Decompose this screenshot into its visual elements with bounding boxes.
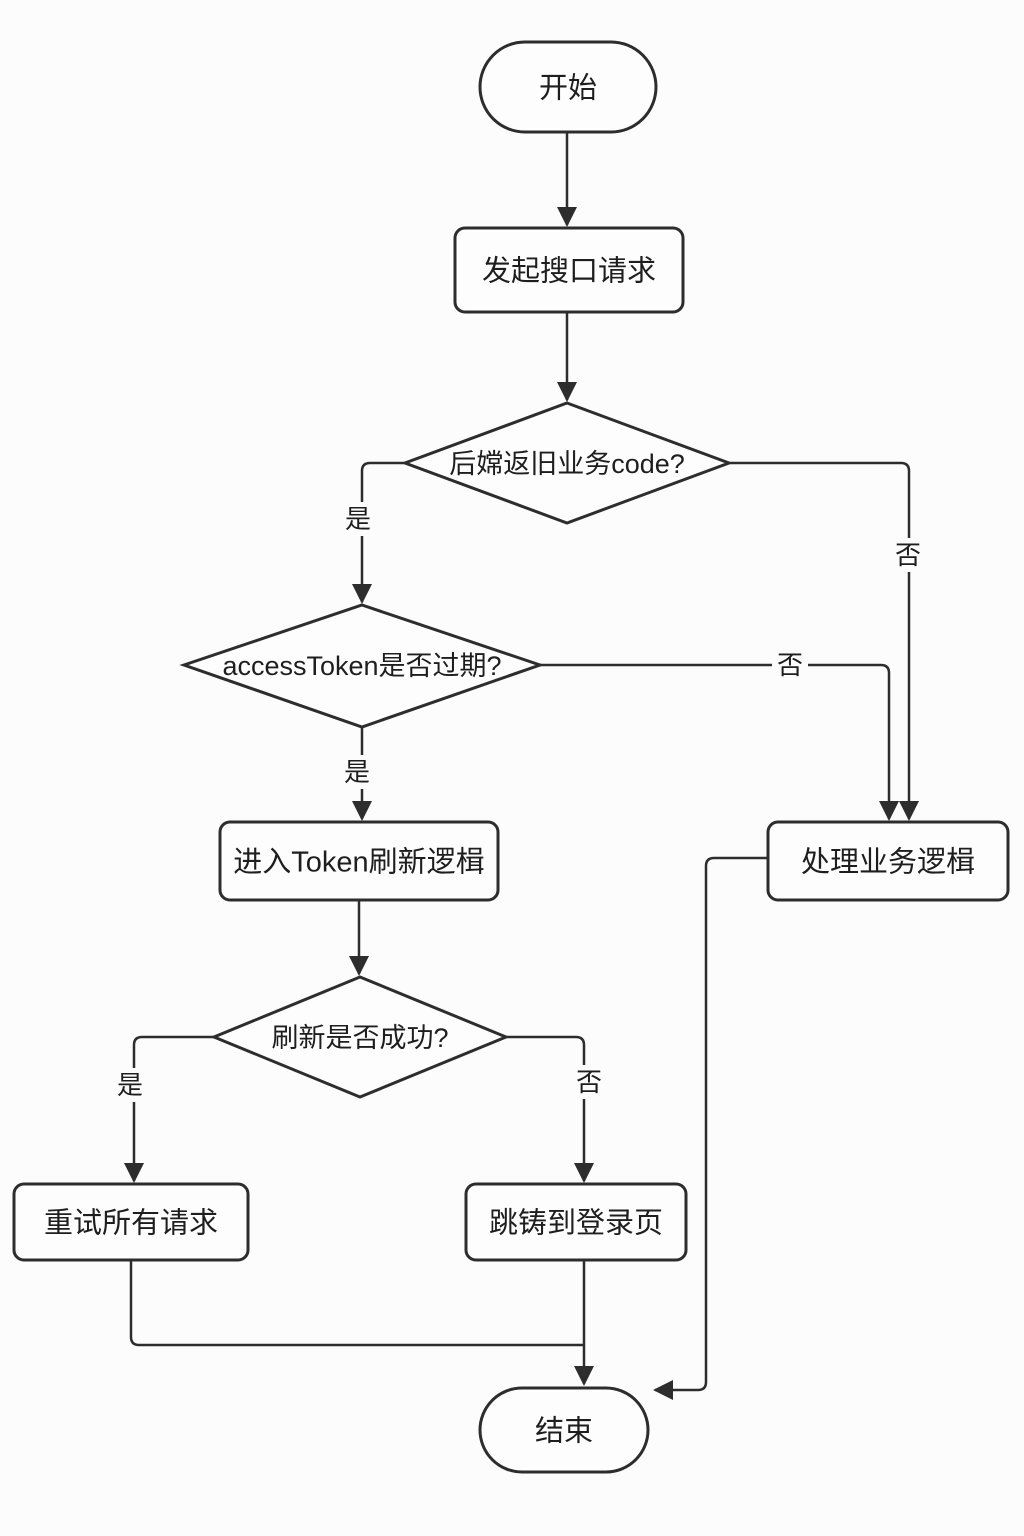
edge-retry-merge [129, 1260, 584, 1347]
edge-labels: 是 否 否 是 是 否 [113, 502, 927, 1102]
decision-refresh-label: 刷新是否成功? [271, 1023, 448, 1053]
node-refresh-logic: 进入Token刷新逻楫 [218, 820, 500, 902]
end-shape [478, 1386, 650, 1474]
node-decision-code: 后嫦返旧业务code? [400, 401, 734, 525]
start-label: 开始 [539, 72, 597, 105]
edge-label-refresh-yes: 是 [117, 1070, 143, 1100]
goto-login-shape [464, 1182, 688, 1262]
decision-refresh-shape [210, 975, 510, 1099]
decision-token-shape [179, 603, 545, 729]
label-bg [891, 538, 927, 572]
decision-code-label: 后嫦返旧业务code? [449, 449, 685, 479]
node-decision-token: accessToken是否过期? [179, 603, 545, 729]
request-shape [453, 226, 685, 314]
node-request: 发起搜口请求 [453, 226, 685, 314]
nodes: 开始 发起搜口请求 后嫦返旧业务code? accessToken是否过期? 进… [12, 40, 1010, 1474]
start-shape [478, 40, 658, 134]
edge-token-no [540, 663, 899, 821]
label-bg [571, 1065, 607, 1099]
edge-label-code-yes: 是 [345, 504, 371, 534]
business-logic-label: 处理业务逻楫 [801, 846, 975, 879]
edge-label-refresh-no: 否 [576, 1067, 602, 1097]
edge-label-code-no: 否 [895, 540, 921, 570]
business-logic-shape [766, 820, 1010, 902]
node-start: 开始 [478, 40, 658, 134]
node-end: 结束 [478, 1386, 650, 1474]
end-label: 结束 [535, 1415, 593, 1448]
edges [124, 132, 919, 1400]
edge-label-token-yes: 是 [344, 757, 370, 787]
edge-refresh-no [506, 1035, 594, 1183]
edge-refresh-yes [124, 1035, 214, 1183]
retry-requests-label: 重试所有请求 [44, 1207, 218, 1240]
label-bg [340, 755, 376, 789]
label-bg [113, 1068, 149, 1102]
label-bg [341, 502, 377, 536]
node-goto-login: 跳铸到登录页 [464, 1182, 688, 1262]
label-bg [772, 648, 808, 682]
refresh-logic-label: 进入Token刷新逻楫 [233, 846, 484, 879]
refresh-logic-shape [218, 820, 500, 902]
decision-code-shape [400, 401, 734, 525]
node-business-logic: 处理业务逻楫 [766, 820, 1010, 902]
edge-code-yes [352, 461, 405, 604]
retry-requests-shape [12, 1182, 250, 1262]
node-decision-refresh: 刷新是否成功? [210, 975, 510, 1099]
request-label: 发起搜口请求 [482, 255, 656, 288]
edge-business-end [653, 856, 768, 1400]
decision-token-label: accessToken是否过期? [222, 651, 501, 681]
edge-code-no [729, 461, 919, 821]
goto-login-label: 跳铸到登录页 [489, 1207, 663, 1240]
edge-label-token-no: 否 [777, 650, 803, 680]
node-retry-requests: 重试所有请求 [12, 1182, 250, 1262]
